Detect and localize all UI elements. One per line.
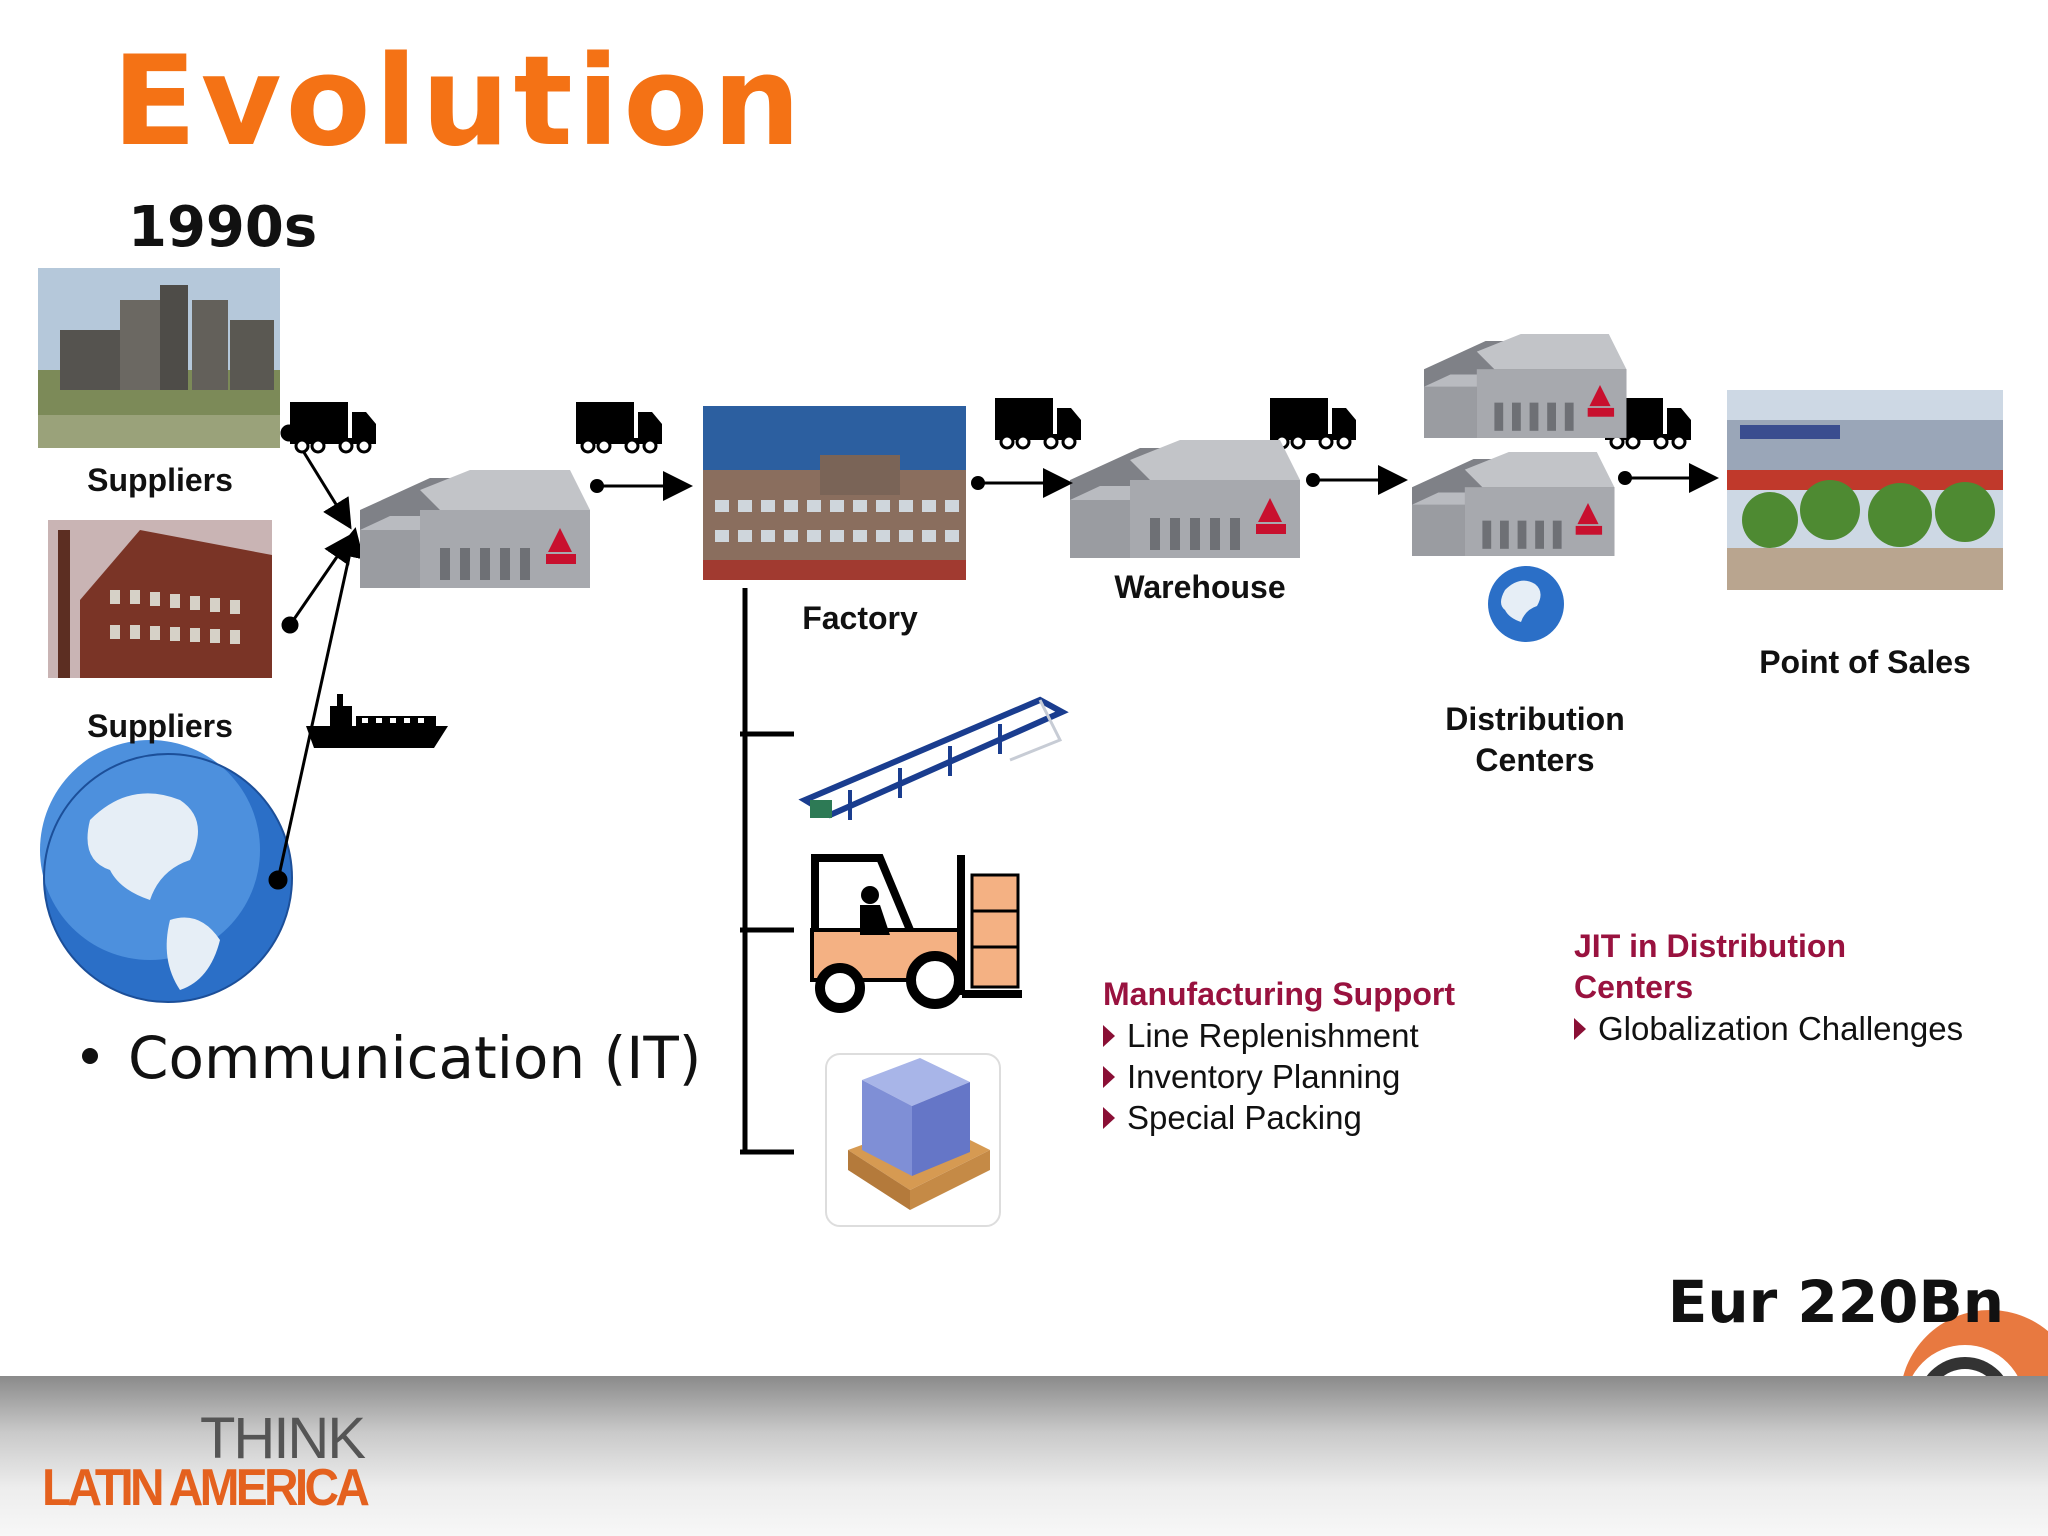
point-of-sales-label: Point of Sales (1759, 644, 1971, 680)
jit-block: JIT in Distribution Centers Globalizatio… (1574, 926, 1963, 1049)
slide-title: Evolution (112, 30, 805, 174)
ship-icon (306, 694, 448, 748)
truck-icon (288, 400, 378, 454)
supply-chain-diagram (38, 268, 2048, 1376)
globe-icon (40, 740, 293, 1003)
truck-icon (1268, 396, 1358, 450)
truck-icon (993, 396, 1083, 450)
distribution-centers-label: Distribution Centers (1445, 701, 1625, 778)
conveyor-icon (798, 696, 1069, 820)
factory-photo (703, 406, 966, 580)
bullet-arrow-icon (1103, 1106, 1115, 1129)
list-item: Inventory Planning (1103, 1056, 1455, 1097)
spiral-logo (1903, 1310, 2048, 1376)
communication-bullet: Communication (IT) (82, 1024, 701, 1092)
store-photo (1727, 390, 2003, 590)
bullet-dot (82, 1047, 98, 1064)
market-size: Eur 220Bn (1667, 1268, 2004, 1336)
bullet-arrow-icon (1103, 1065, 1115, 1088)
logo-think: THINK (200, 1406, 366, 1471)
suppliers-label: Suppliers (87, 462, 233, 498)
pallet-box-icon (825, 1053, 1001, 1227)
warehouse-icon (1070, 440, 1300, 558)
jit-heading: Centers (1574, 969, 1694, 1005)
bullet-arrow-icon (1103, 1024, 1115, 1047)
forklift-icon (810, 854, 1022, 1013)
suppliers-label: Suppliers (87, 708, 233, 744)
manufacturing-support-block: Manufacturing Support Line Replenishment… (1103, 974, 1455, 1138)
globe-icon (1488, 566, 1564, 642)
decade-label: 1990s (128, 195, 318, 260)
supplier-plant-photo (38, 268, 280, 448)
warehouse-icon (1424, 334, 1627, 438)
warehouse-label: Warehouse (1114, 569, 1286, 605)
warehouse-icon (1412, 452, 1615, 556)
warehouse-icon (360, 470, 590, 588)
truck-icon (574, 400, 664, 454)
list-item: Globalization Challenges (1574, 1008, 1963, 1049)
flow-arrows (590, 463, 1719, 501)
manufacturing-support-heading: Manufacturing Support (1103, 976, 1455, 1012)
logo-latin-america: LATIN AMERICA (42, 1459, 370, 1517)
bullet-arrow-icon (1574, 1017, 1586, 1040)
supplier-mill-photo (48, 520, 272, 678)
jit-heading: JIT in Distribution (1574, 928, 1846, 964)
factory-bracket (740, 588, 794, 1155)
list-item: Special Packing (1103, 1097, 1455, 1138)
list-item: Line Replenishment (1103, 1015, 1455, 1056)
factory-label: Factory (802, 600, 918, 636)
supplier-arrows (268, 424, 364, 890)
footer-bar (0, 1376, 2048, 1536)
